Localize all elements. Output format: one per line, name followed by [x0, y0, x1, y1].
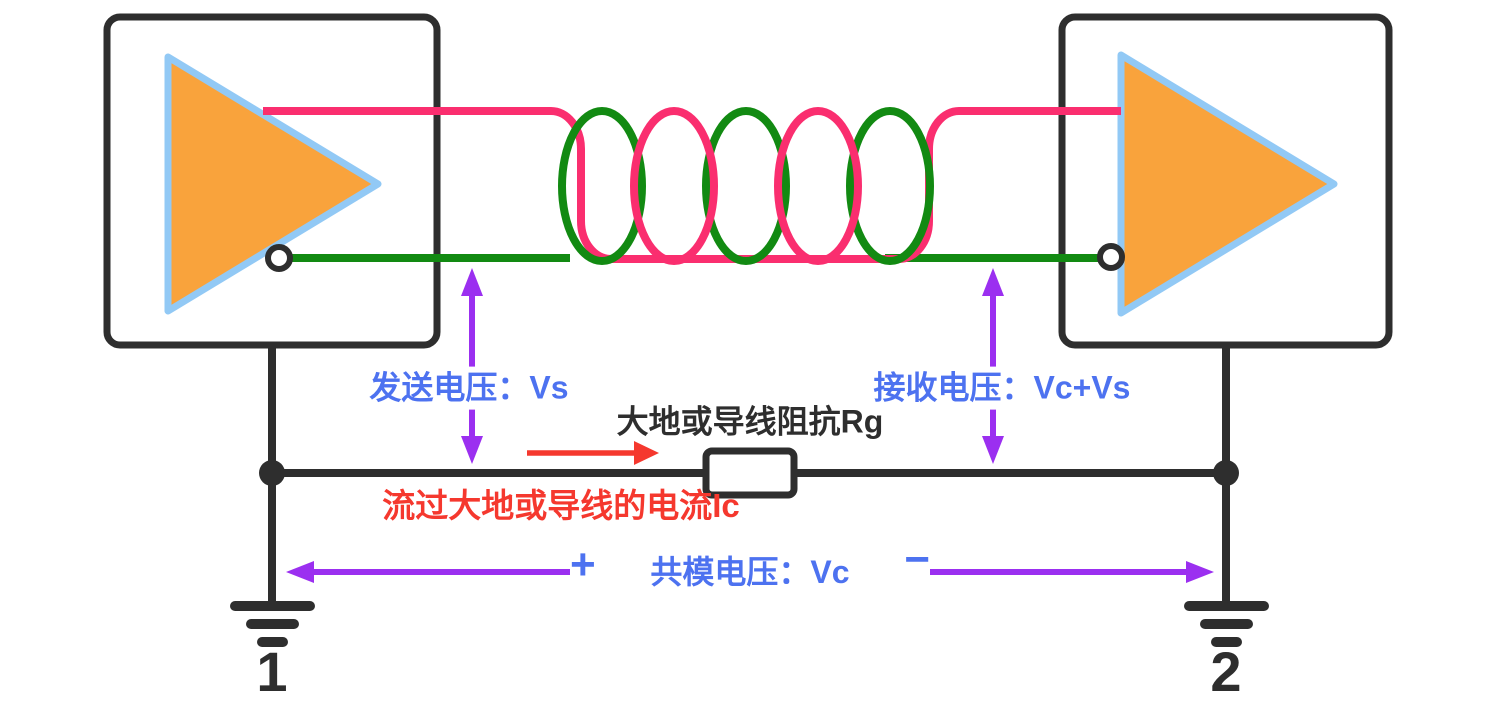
arrow-head-down [461, 436, 483, 464]
current-arrow-head [634, 441, 659, 465]
twist-loop-pink [774, 107, 862, 265]
arrow-head-up [982, 268, 1004, 296]
twisted-pair [263, 107, 1125, 272]
twist-loop-green [846, 107, 934, 265]
ground-number-2: 2 [1210, 639, 1242, 703]
send-voltage-label: 发送电压：Vs [361, 366, 577, 410]
receive-voltage-label: 接收电压：Vc+Vs [865, 366, 1139, 410]
arrow-head-left [286, 561, 314, 583]
inverting-bubble-receiver [1097, 243, 1125, 271]
common-mode-voltage-row: + 共模电压：Vc − [570, 538, 930, 595]
arrow-head-up [461, 268, 483, 296]
impedance-label: 大地或导线阻抗Rg [616, 403, 884, 440]
twist-loop-pink [630, 107, 718, 265]
ground-symbol-right [1184, 601, 1269, 647]
arrow-head-right [1186, 561, 1214, 583]
left-junction-dot [259, 460, 285, 486]
inverting-bubble-driver [265, 244, 293, 272]
right-junction-dot [1213, 460, 1239, 486]
plus-sign: + [570, 540, 596, 589]
receive-voltage-arrow-icon [982, 268, 1004, 464]
common-mode-voltage-label: 共模电压：Vc [650, 554, 850, 590]
send-voltage-arrow-icon [461, 268, 483, 464]
ground-number-1: 1 [256, 639, 288, 703]
minus-sign: − [904, 535, 930, 584]
ground-symbol-left [230, 601, 315, 647]
arrow-head-down [982, 436, 1004, 464]
receiver-triangle-icon [1117, 51, 1338, 317]
twist-loop-green [558, 107, 646, 265]
current-direction-arrow-icon [527, 441, 659, 465]
ground-current-label: 流过大地或导线的电流Ic [382, 487, 740, 525]
twist-loop-green [702, 107, 790, 265]
resistor-rg [702, 447, 798, 499]
